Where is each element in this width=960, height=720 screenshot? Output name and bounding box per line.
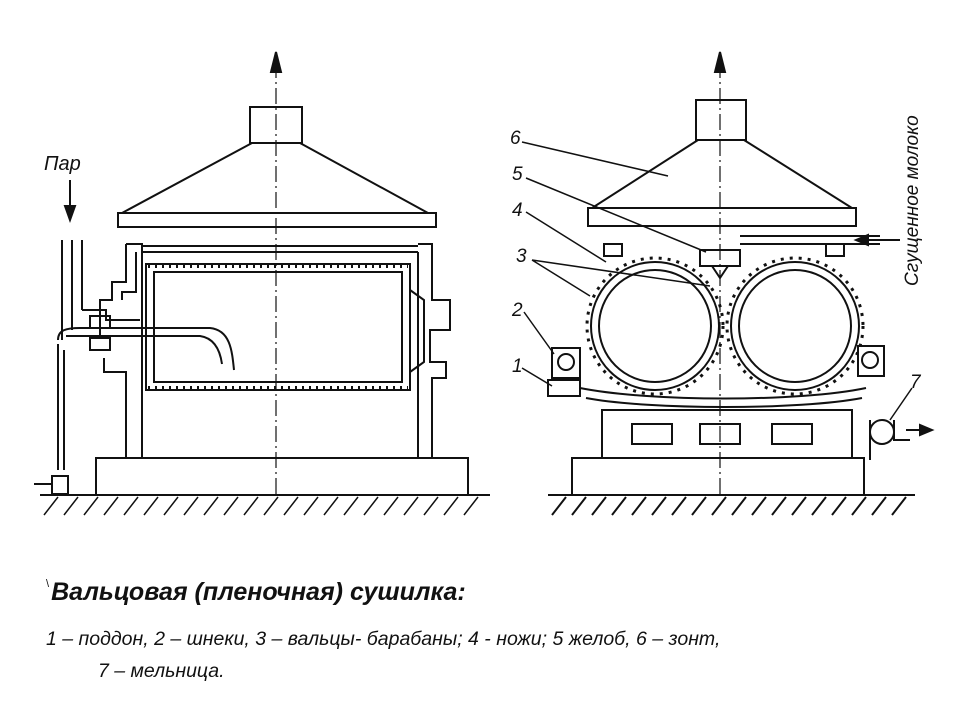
- callout-6: 6: [510, 128, 521, 149]
- figure-legend: 1 – поддон, 2 – шнеки, 3 – вальцы- бараб…: [46, 623, 926, 687]
- right-view-section: [521, 51, 935, 516]
- trough: [699, 249, 741, 267]
- title-marker: \: [46, 578, 50, 590]
- left-base: [95, 457, 469, 496]
- milk-label: Сгущенное молоко: [902, 115, 923, 286]
- screw-right: [861, 351, 879, 369]
- right-ground-hatch: [548, 494, 915, 516]
- tray: [547, 379, 581, 397]
- title-text: Вальцовая (пленочная) сушилка:: [51, 578, 466, 606]
- legend-line-1: 1 – поддон, 2 – шнеки, 3 – вальцы- бараб…: [46, 628, 721, 650]
- screw-left: [557, 353, 575, 371]
- left-hood: [117, 106, 437, 228]
- callout-5: 5: [512, 164, 523, 185]
- drums: [585, 256, 865, 396]
- callout-3: 3: [516, 246, 527, 267]
- callout-1: 1: [512, 356, 523, 377]
- right-hood: [587, 99, 857, 227]
- dryer-drawing: Пар 6 5 4 3 2 1 7 Сгущенное молоко: [34, 51, 935, 516]
- callout-7: 7: [910, 372, 922, 393]
- caption: \Вальцовая (пленочная) сушилка: 1 – подд…: [46, 578, 926, 687]
- legend-line-2: 7 – мельница.: [98, 660, 225, 682]
- left-view-section: [34, 51, 490, 516]
- right-base: [571, 457, 865, 496]
- steam-label: Пар: [44, 153, 81, 175]
- callout-2: 2: [511, 300, 523, 321]
- figure-title: \Вальцовая (пленочная) сушилка:: [46, 578, 926, 607]
- left-ground-hatch: [40, 494, 490, 516]
- mill: [869, 419, 895, 445]
- steam-pipe: [34, 240, 235, 495]
- callout-4: 4: [512, 200, 523, 221]
